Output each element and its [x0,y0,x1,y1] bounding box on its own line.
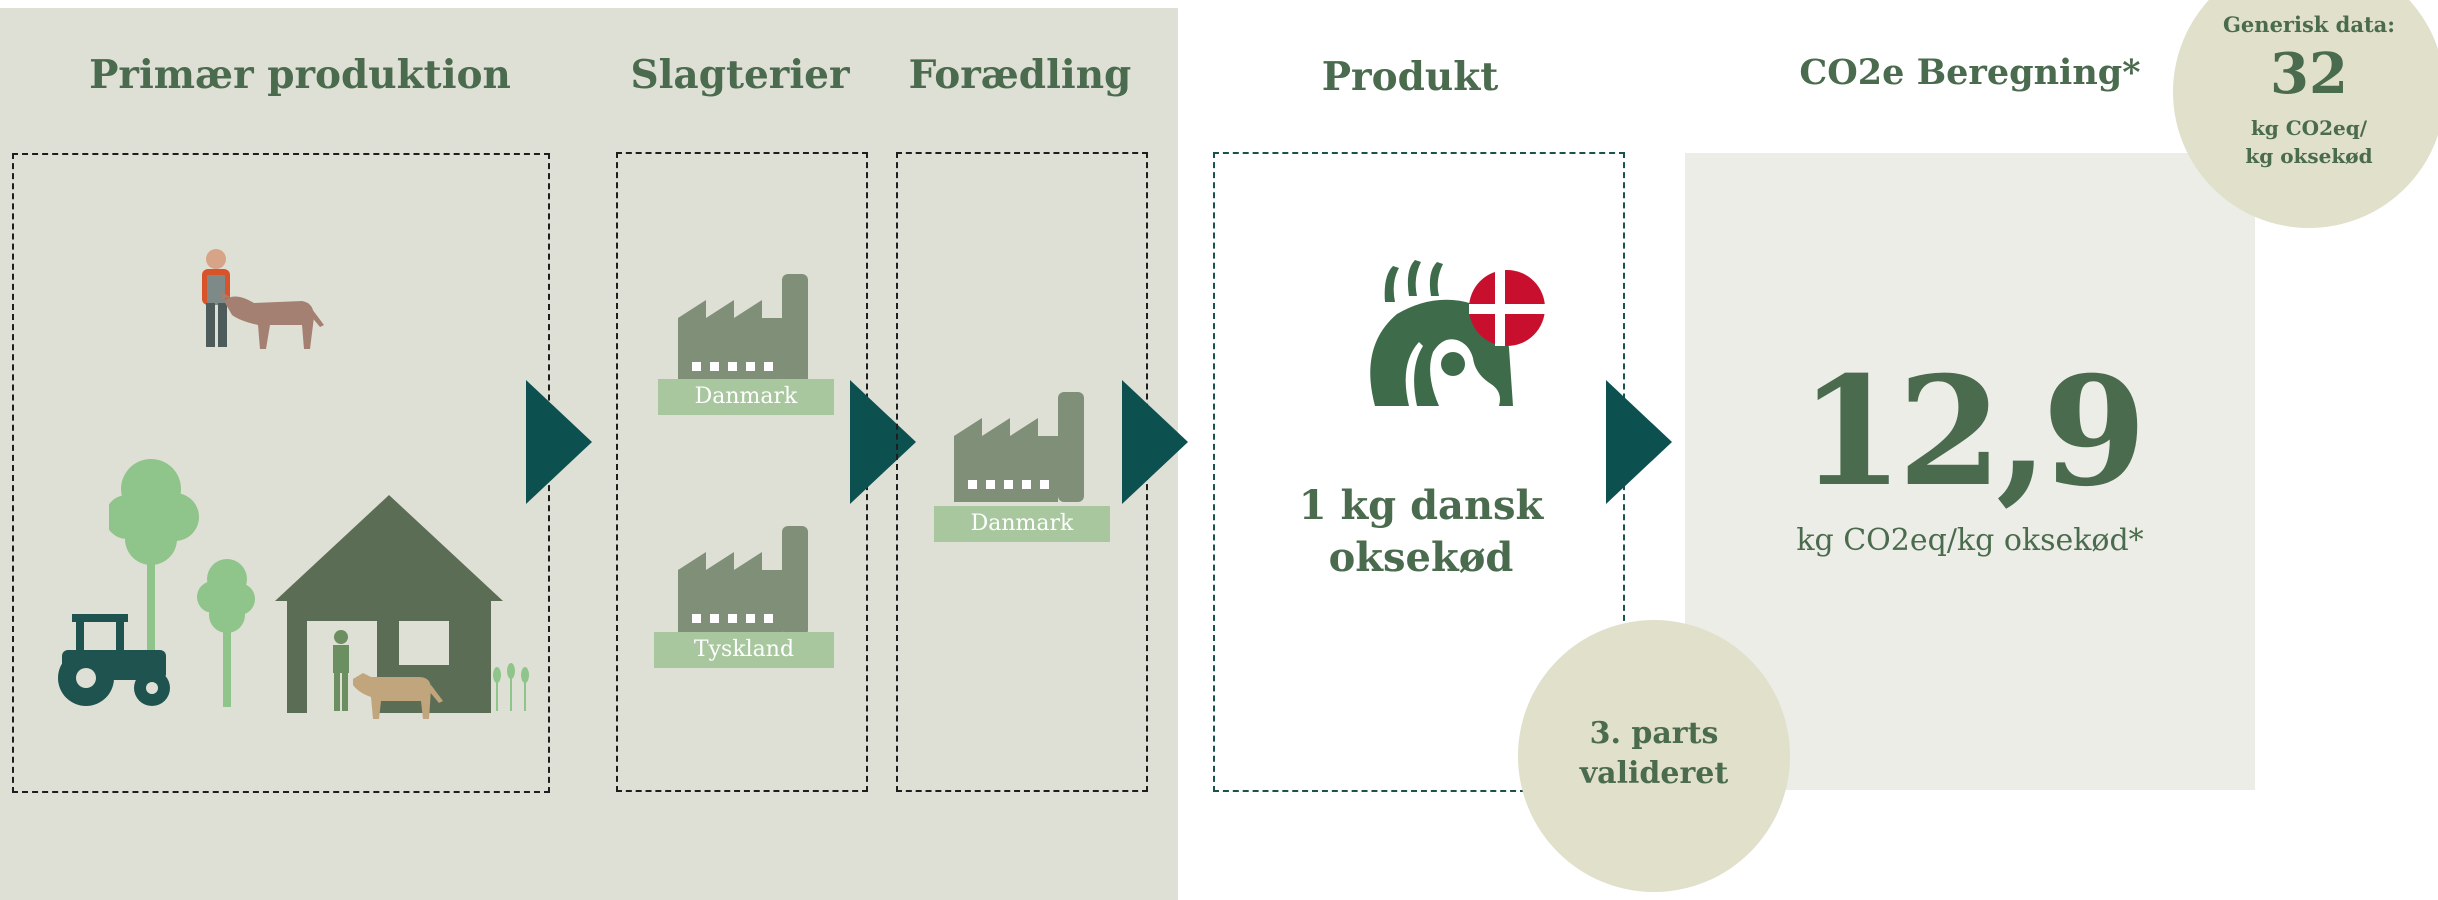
flow-arrow-4 [1606,380,1672,504]
co2e-value: 12,9 [1799,344,2146,520]
product-name-line1: 1 kg dansk [1298,482,1544,529]
flow-arrow-3 [1122,380,1188,504]
crop-icon [493,663,529,711]
factory-icon [678,274,808,384]
heading-primary-production: Primær produktion [89,52,511,98]
processing-country-label: Danmark [934,506,1110,542]
farmer-with-cow-icon [202,249,324,349]
factory-icon [678,526,808,636]
heading-slaughterhouses: Slagterier [630,52,850,98]
primary-production-box [12,153,550,793]
heading-processing: Forædling [908,52,1132,98]
slaughterhouses-box: Danmark Tyskland [616,152,868,792]
flow-arrow-1 [526,380,592,504]
validated-line1: 3. parts [1589,716,1719,751]
factory-icon [954,392,1084,502]
cow-icon [353,673,443,719]
slaughterhouse-country-label: Danmark [658,379,834,415]
processing-box: Danmark [896,152,1148,792]
generic-data-value: 32 [2270,41,2348,107]
third-party-validated-badge: 3. parts valideret [1518,620,1790,892]
generic-data-unit-line2: kg oksekød [2245,144,2373,168]
barn-icon [275,495,503,713]
slaughterhouse-country-label: Tyskland [654,632,834,668]
beef-cut-icon [1370,260,1545,406]
product-box: 1 kg dansk oksekød [1213,152,1625,792]
generic-data-label: Generisk data: [2223,12,2395,37]
generic-data-badge: Generisk data: 32 kg CO2eq/ kg oksekød [2173,0,2438,228]
co2e-result-box: 12,9 kg CO2eq/kg oksekød* [1685,153,2255,790]
flow-arrow-2 [850,380,916,504]
validated-line2: valideret [1579,756,1729,791]
tree-icon [109,459,255,707]
generic-data-unit-line1: kg CO2eq/ [2250,116,2368,140]
co2e-unit: kg CO2eq/kg oksekød* [1796,523,2144,558]
product-name-line2: oksekød [1328,534,1514,581]
heading-co2e-calculation: CO2e Beregning* [1799,52,2141,93]
tractor-icon [58,614,170,706]
heading-product: Produkt [1321,54,1499,100]
